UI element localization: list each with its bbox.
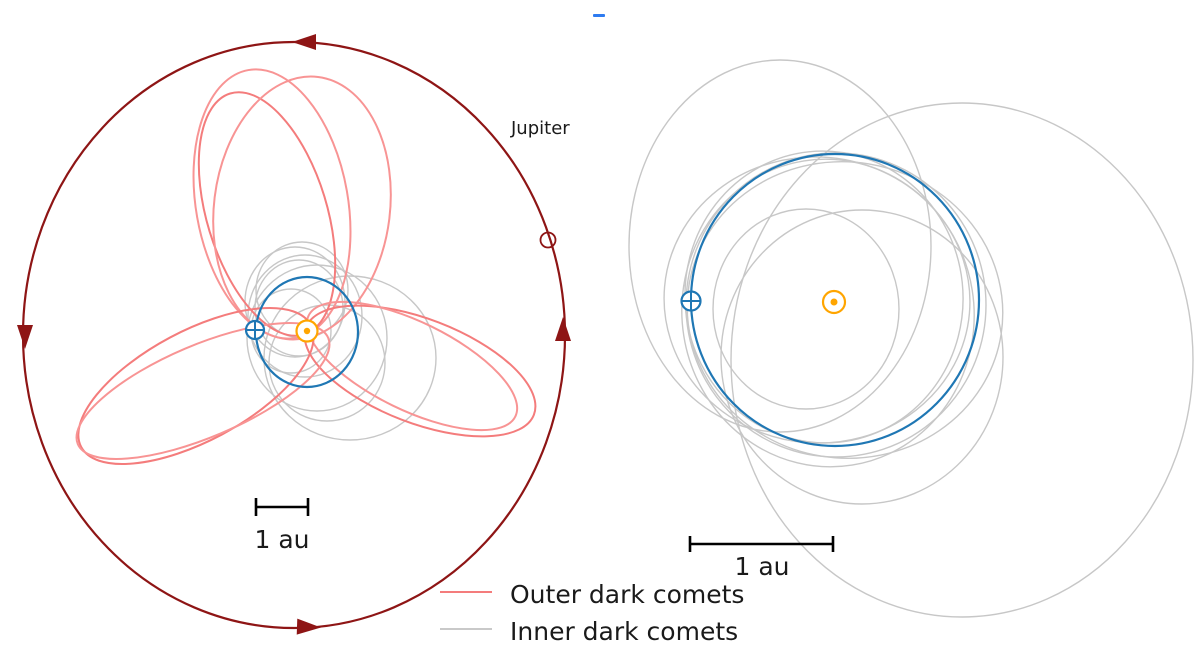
inner-dark-comet-orbit	[686, 161, 1004, 459]
outer-dark-comet-orbit	[75, 322, 331, 460]
scale-bar	[254, 498, 310, 516]
inner-dark-comet-orbit	[268, 304, 386, 422]
legend-label-outer-dark-comets: Outer dark comets	[510, 580, 745, 609]
legend-swatch-outer-dark-comets	[440, 591, 492, 593]
inner-dark-comet-orbit	[663, 156, 971, 444]
outer-dark-comet-orbit	[303, 304, 537, 438]
inner-dark-comet-orbit	[720, 209, 1004, 505]
orbit-direction-arrow-icon	[555, 317, 571, 341]
inner-dark-comet-orbit	[263, 275, 437, 441]
inner-dark-comet-orbit	[246, 264, 388, 412]
outer-dark-comet-orbit	[197, 91, 337, 337]
inner-dark-comet-orbit	[681, 158, 975, 468]
outer-dark-comet-orbit	[305, 300, 519, 432]
legend-label-inner-dark-comets: Inner dark comets	[510, 617, 739, 646]
outer-dark-comet-orbit	[192, 68, 352, 340]
right-scalebar-label: 1 au	[734, 552, 790, 581]
inner-dark-comet-orbit	[730, 102, 1194, 618]
orbit-direction-arrow-icon	[292, 34, 316, 50]
earth-symbol	[680, 290, 702, 312]
sun-symbol	[295, 319, 319, 343]
scale-bar	[688, 536, 835, 552]
left-scalebar-label: 1 au	[254, 525, 310, 554]
panel-right-inner-zoom	[628, 59, 1194, 618]
jupiter-label: Jupiter	[511, 118, 570, 139]
inner-dark-comet-orbit	[712, 208, 900, 410]
sun-symbol	[821, 289, 847, 315]
panel-left-full-system	[17, 34, 571, 635]
earth-symbol	[244, 319, 266, 341]
selection-dash	[593, 14, 605, 17]
legend-swatch-inner-dark-comets	[440, 628, 492, 630]
outer-dark-comet-orbit	[212, 75, 392, 341]
orbit-direction-arrow-icon	[296, 618, 321, 635]
orbit-direction-arrow-icon	[17, 325, 33, 349]
inner-dark-comet-orbit	[628, 59, 932, 433]
jupiter-position-marker	[539, 231, 557, 249]
